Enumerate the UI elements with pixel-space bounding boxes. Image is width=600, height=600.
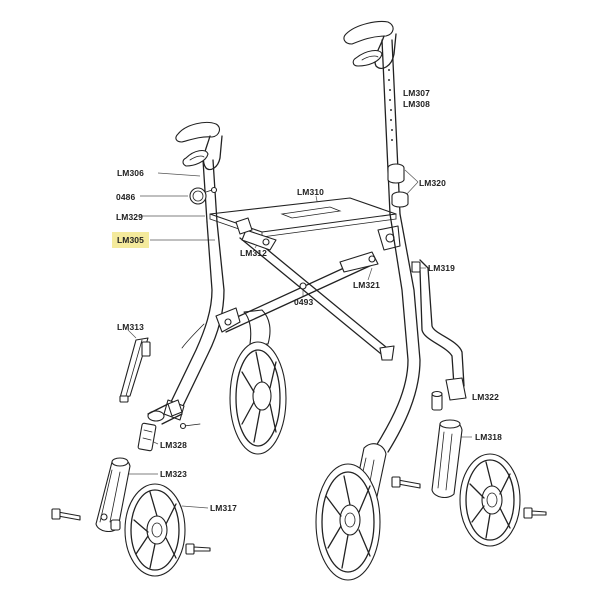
label-lm312: LM312 xyxy=(240,248,267,258)
seat-panel xyxy=(209,197,397,238)
left-front-wheel xyxy=(124,483,211,577)
left-rear-wheel xyxy=(229,309,287,455)
label-lm318: LM318 xyxy=(475,432,502,442)
label-lm323: LM323 xyxy=(160,469,187,479)
label-lm322: LM322 xyxy=(472,392,499,402)
label-lm328: LM328 xyxy=(160,440,187,450)
label-0486: 0486 xyxy=(116,192,136,202)
label-lm308: LM308 xyxy=(403,99,430,109)
left-front-fork xyxy=(51,457,131,533)
right-rear-wheel xyxy=(459,453,547,547)
right-rear-fork xyxy=(391,419,463,499)
label-lm305-highlighted: LM305 xyxy=(112,232,149,248)
right-front-wheel xyxy=(315,463,381,581)
label-lm310: LM310 xyxy=(297,187,324,197)
knob xyxy=(189,186,218,205)
label-lm307: LM307 xyxy=(403,88,430,98)
left-frame xyxy=(137,121,225,452)
label-lm321: LM321 xyxy=(353,280,380,290)
right-frame xyxy=(343,20,467,453)
label-lm313: LM313 xyxy=(117,322,144,332)
label-lm317: LM317 xyxy=(210,503,237,513)
label-lm320: LM320 xyxy=(419,178,446,188)
label-0493: 0493 xyxy=(294,297,314,307)
label-lm306: LM306 xyxy=(117,168,144,178)
label-lm329: LM329 xyxy=(116,212,143,222)
brake-rod xyxy=(119,337,151,403)
label-lm319: LM319 xyxy=(428,263,455,273)
